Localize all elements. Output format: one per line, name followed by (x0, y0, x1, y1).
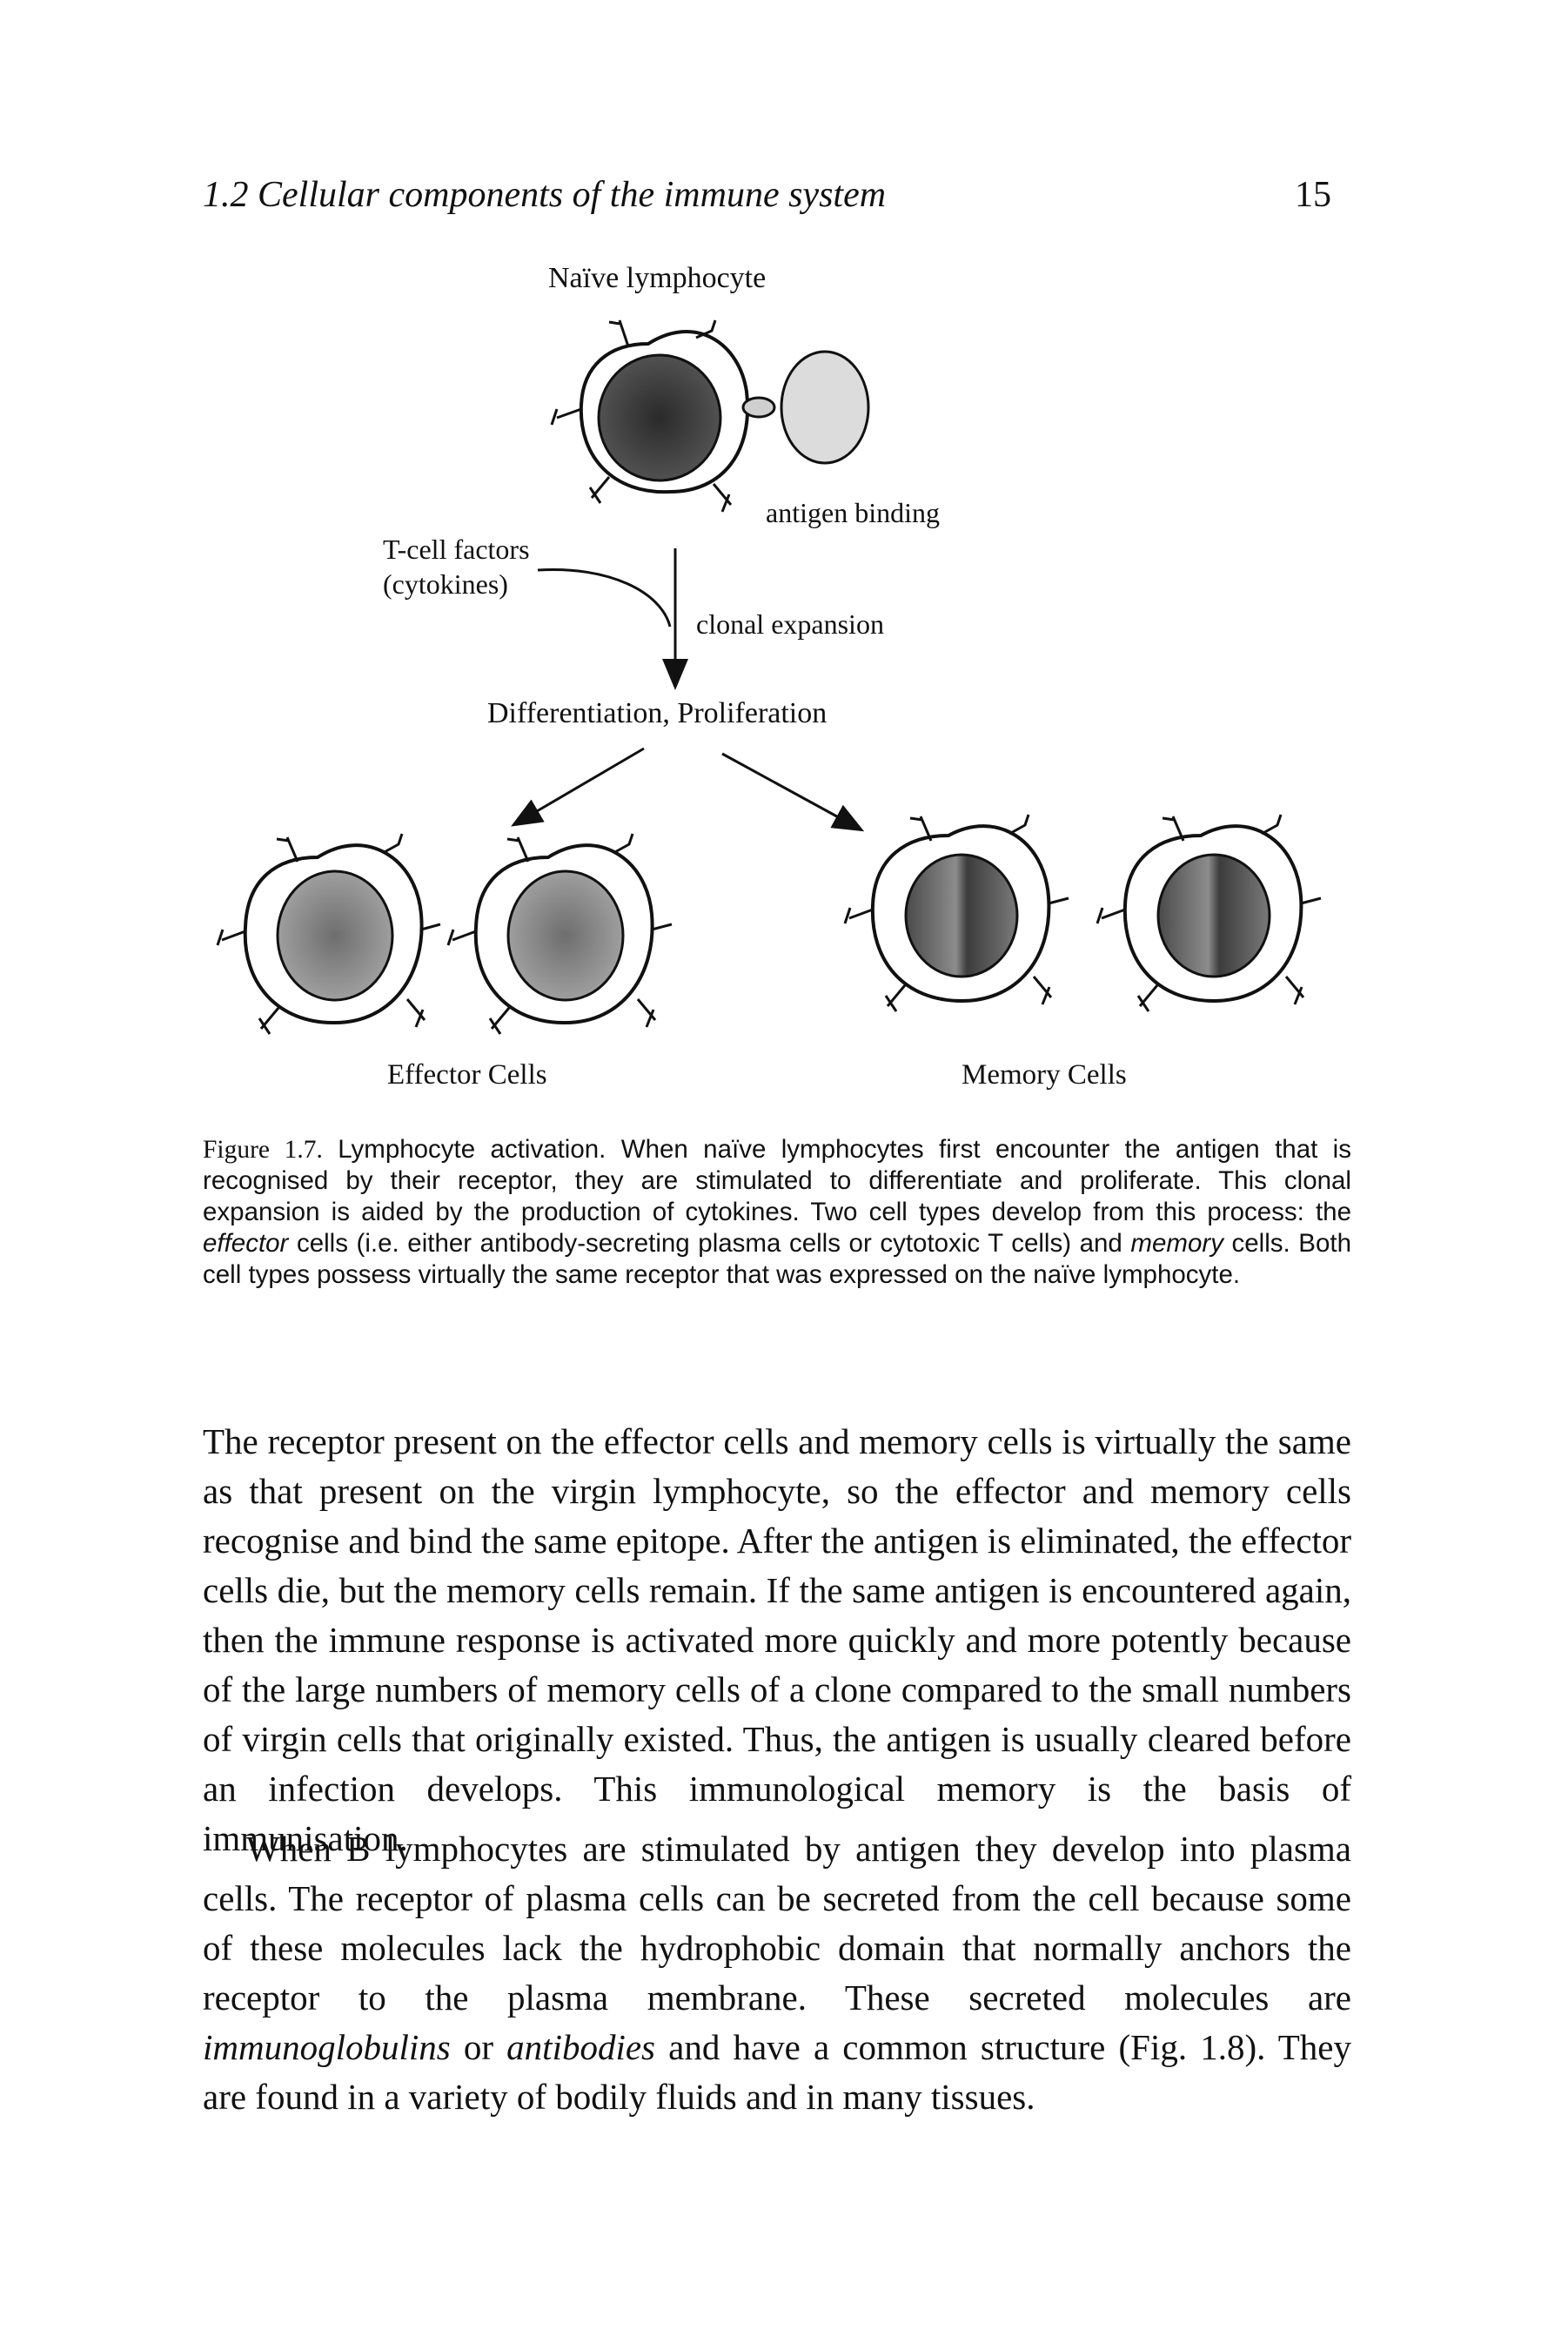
caption-text-2: cells (i.e. either antibody-secreting pl… (288, 1229, 1131, 1258)
running-header-title: 1.2 Cellular components of the immune sy… (203, 175, 887, 215)
para2-emphasis-antibodies: antibodies (506, 2027, 655, 2067)
effector-branch-arrow (511, 747, 645, 827)
clonal-expansion-label: clonal expansion (696, 608, 884, 640)
naive-lymphocyte-cell (550, 319, 870, 513)
memory-cells-label: Memory Cells (962, 1059, 1127, 1091)
memory-cell-1 (843, 814, 1069, 1012)
body-paragraph-2: When B lymphocytes are stimulated by ant… (203, 1824, 1351, 2122)
page-number: 15 (1295, 175, 1331, 215)
lymphocyte-activation-figure: Naïve lymphocyte antigen binding T-cell … (216, 262, 1322, 1091)
tcell-factors-label: T-cell factors (383, 534, 530, 565)
caption-text-3: cells. Both cell types possess virtually… (203, 1229, 1351, 1289)
caption-text-1: Lymphocyte activation. When naïve lympho… (203, 1135, 1351, 1226)
para2-text-2: or (450, 2027, 507, 2067)
memory-cell-2 (1096, 814, 1322, 1012)
cytokine-input-curve (537, 567, 672, 628)
antigen-binding-label: antigen binding (766, 497, 940, 528)
figure-caption: Figure 1.7. Lymphocyte activation. When … (203, 1134, 1351, 1291)
para2-text-1: When B lymphocytes are stimulated by ant… (203, 1829, 1351, 2018)
effector-cells-label: Effector Cells (387, 1059, 547, 1091)
cytokines-label: (cytokines) (383, 568, 508, 600)
effector-cell-2 (446, 833, 673, 1035)
para2-text-3: and have a common structure (Fig. 1.8). … (203, 2027, 1351, 2117)
naive-lymphocyte-label: Naïve lymphocyte (548, 262, 766, 294)
body-paragraph-1: The receptor present on the effector cel… (203, 1421, 1351, 1858)
caption-emphasis-memory: memory (1130, 1229, 1223, 1258)
memory-branch-arrow (721, 752, 865, 832)
differentiation-proliferation-label: Differentiation, Proliferation (487, 697, 827, 729)
caption-figure-number: Figure 1.7. (203, 1136, 323, 1164)
caption-emphasis-effector: effector (203, 1229, 289, 1258)
effector-cell-1 (216, 833, 441, 1035)
para2-emphasis-immunoglobulins: immunoglobulins (203, 2027, 451, 2067)
